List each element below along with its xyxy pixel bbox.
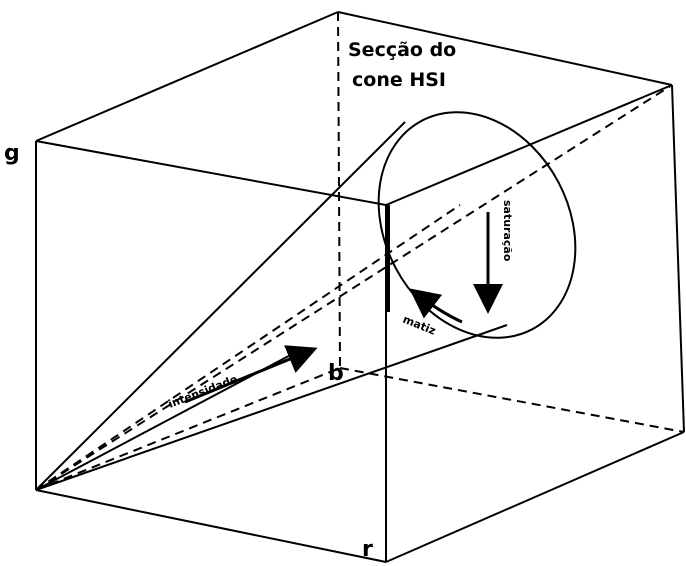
gray-diagonal [35, 84, 673, 491]
hue-arrow [409, 288, 463, 324]
axis-label-g: g [4, 141, 20, 166]
cube-edge [35, 11, 339, 142]
intensity-arrow [184, 345, 318, 404]
cube-edge [385, 431, 685, 563]
cube-solid-edges [35, 11, 685, 563]
axis-label-r: r [362, 537, 373, 562]
cone-edge-top [35, 121, 406, 491]
hidden-edge [35, 367, 341, 491]
cone-edge-bottom [35, 324, 508, 491]
hidden-edge [337, 11, 341, 369]
cube-hidden-edges [35, 11, 685, 491]
axis-label-b: b [328, 361, 344, 386]
cone-section-ellipse [377, 111, 577, 339]
hue-label: matiz [401, 313, 438, 338]
cone-section [35, 111, 577, 491]
cube-edge [35, 489, 387, 563]
cube-edge [35, 140, 387, 206]
cube-edge [337, 11, 673, 86]
cube-edge [385, 84, 673, 206]
cone-dashed-center [35, 204, 461, 491]
saturation-label: saturação [501, 200, 514, 262]
diagram-title-line1: Secção do [348, 39, 456, 61]
diagram-title-line2: cone HSI [352, 69, 446, 91]
hidden-edge [339, 367, 685, 433]
cube-edge [671, 84, 685, 433]
arrows [184, 212, 503, 404]
